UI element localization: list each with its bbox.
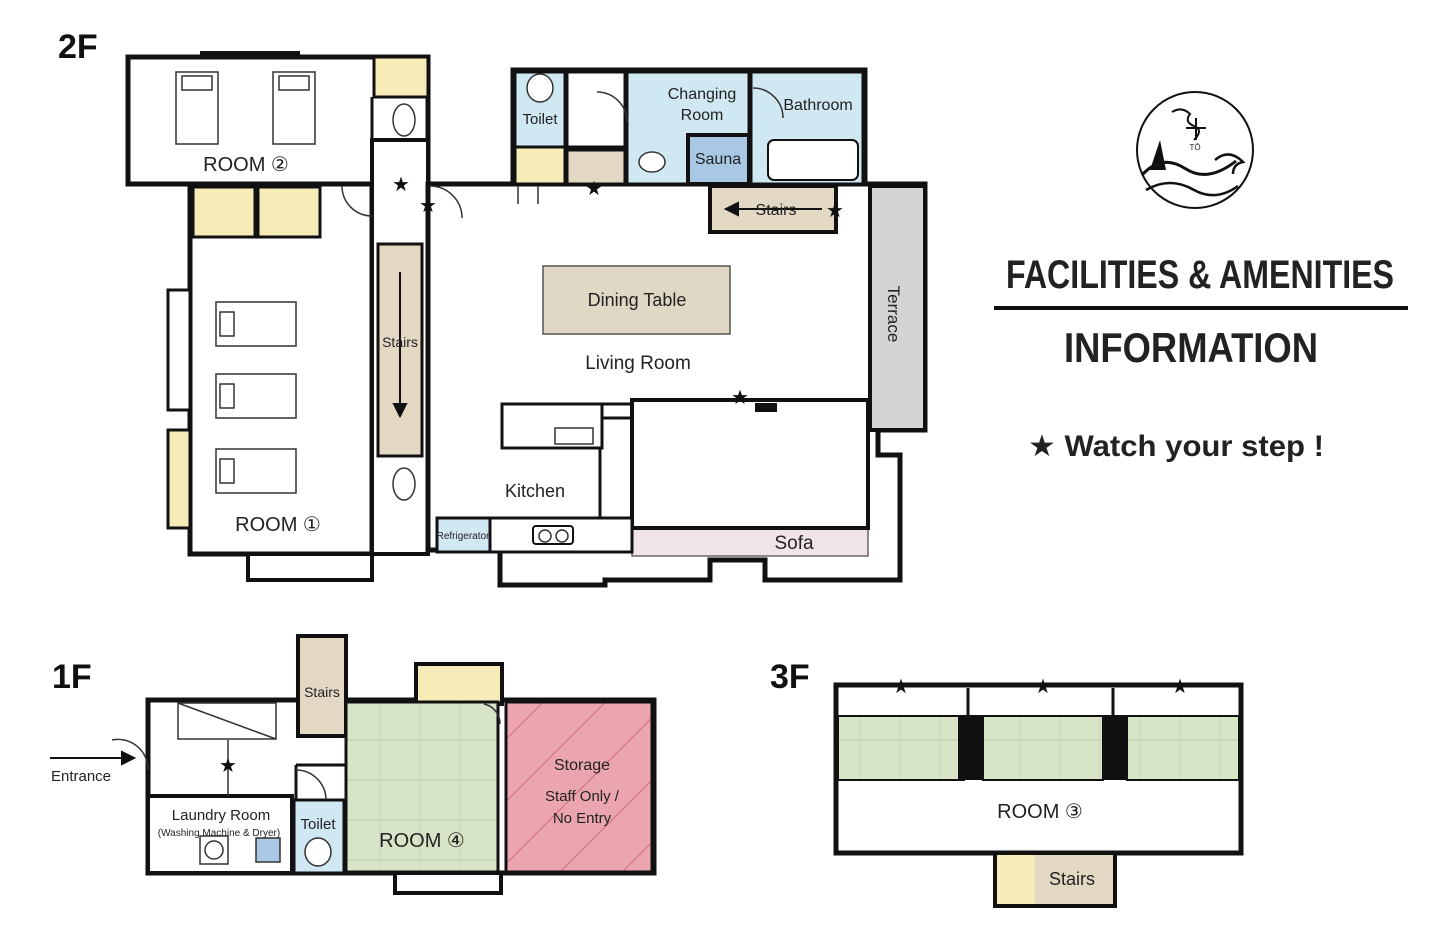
- floor-label-3f: 3F: [770, 658, 810, 696]
- storage-label: Storage: [554, 757, 610, 774]
- floor-label-1f: 1F: [52, 658, 92, 696]
- living-room-label: Living Room: [585, 353, 691, 374]
- step-star: ★: [392, 172, 410, 196]
- info-title-line1: FACILITIES & AMENITIES: [1006, 253, 1394, 297]
- stairs-1f: [296, 634, 348, 738]
- toilet-2f-label: Toilet: [522, 111, 558, 128]
- laundry-label-1: Laundry Room: [172, 807, 270, 824]
- dining-table-label: Dining Table: [588, 290, 687, 310]
- dining-table: [542, 265, 731, 335]
- furniture-2f: [175, 71, 666, 543]
- storage: [504, 700, 654, 874]
- step-star: ★: [731, 385, 749, 409]
- stairs-2f-top-label: Stairs: [756, 202, 797, 219]
- logo-caption: TŌ: [1189, 143, 1200, 152]
- room-3-label: ROOM ③: [997, 801, 1083, 823]
- stairs-3f-label: Stairs: [1049, 869, 1095, 889]
- floor-1f: [145, 634, 657, 895]
- laundry-label-2: (Washing Machine & Dryer): [158, 828, 280, 839]
- room-4-label: ROOM ④: [379, 830, 465, 852]
- sauna-label: Sauna: [695, 151, 741, 168]
- stairs-2f-left-label: Stairs: [382, 334, 418, 350]
- step-star: ★: [892, 674, 910, 698]
- furniture-1f: [111, 702, 501, 867]
- bathroom-label: Bathroom: [783, 97, 852, 114]
- wave-logo-icon: TŌ: [1136, 91, 1254, 209]
- step-star: ★: [219, 753, 237, 777]
- step-star: ★: [585, 176, 603, 200]
- changing-room-label-1: Changing: [668, 86, 737, 103]
- step-star: ★: [826, 198, 844, 222]
- room-2-label: ROOM ②: [203, 154, 289, 176]
- step-star: ★: [1034, 674, 1052, 698]
- step-star: ★: [1171, 674, 1189, 698]
- changing-room-label-2: Room: [681, 107, 724, 124]
- terrace: [868, 184, 927, 432]
- door-swings: [341, 87, 784, 219]
- room-1: [187, 181, 375, 557]
- refrigerator: [435, 516, 492, 554]
- sofa-label: Sofa: [774, 533, 814, 554]
- staff-only-label-2: No Entry: [553, 810, 612, 827]
- staff-only-label-1: Staff Only /: [545, 788, 620, 805]
- room-1-label: ROOM ①: [235, 514, 321, 536]
- info-title-line2: INFORMATION: [1064, 324, 1318, 371]
- entrance-label: Entrance: [51, 768, 111, 785]
- sauna: [686, 133, 751, 186]
- watch-step-note: ★ Watch your step !: [1028, 430, 1324, 463]
- floor-label-2f: 2F: [58, 28, 98, 66]
- stairs-1f-label: Stairs: [304, 684, 340, 700]
- refrigerator-label: Refrigerator: [437, 531, 490, 542]
- toilet-1f-label: Toilet: [300, 816, 336, 833]
- floor-3f: [833, 682, 1244, 908]
- kitchen-label: Kitchen: [505, 481, 565, 501]
- step-markers-2f: ★ ★ ★ ★ ★: [392, 172, 844, 409]
- terrace-label: Terrace: [884, 286, 903, 343]
- step-markers-3f: ★ ★ ★: [892, 674, 1189, 698]
- step-star: ★: [419, 193, 437, 217]
